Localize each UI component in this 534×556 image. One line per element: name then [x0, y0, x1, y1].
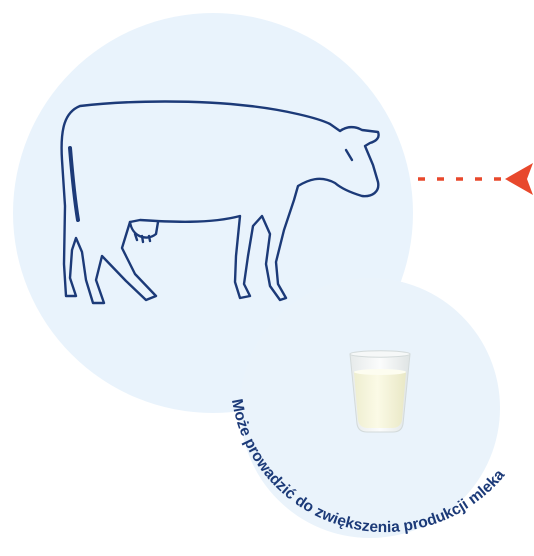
dotted-arrow-left-icon	[418, 163, 533, 195]
milk-glass-icon	[350, 351, 410, 432]
